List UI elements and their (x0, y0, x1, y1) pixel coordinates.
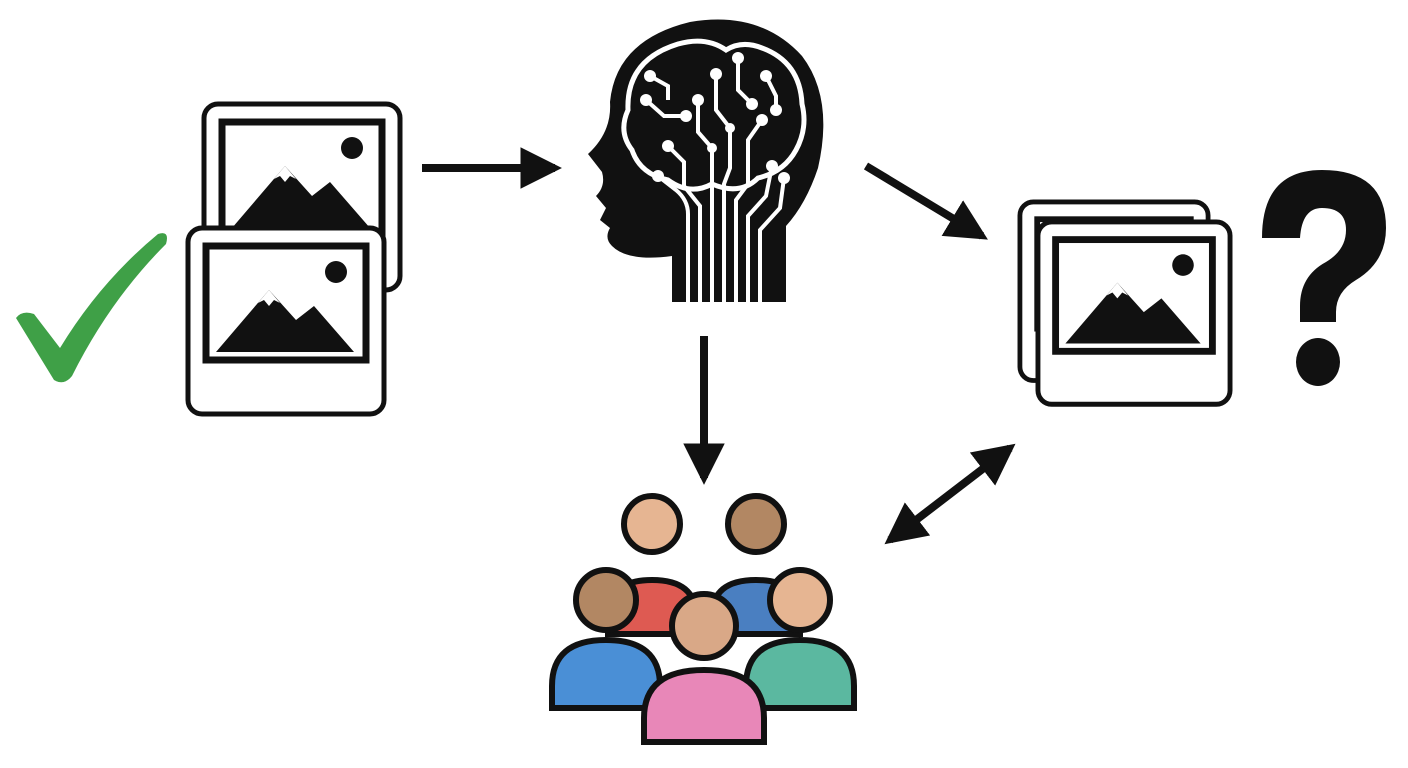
labeled-image-stack (188, 104, 400, 414)
arrow-people-unlabeled-bidirectional (884, 443, 1016, 545)
image-card-front (188, 228, 384, 414)
person-front-left (549, 567, 663, 711)
ai-brain-head-icon (588, 19, 824, 302)
person-front-center (641, 591, 767, 745)
person-front-right (743, 567, 857, 711)
arrow-model-to-unlabeled (863, 162, 988, 240)
people-group-icon (549, 493, 857, 745)
image-card-front (1038, 222, 1230, 404)
question-mark-icon (1262, 170, 1386, 386)
checkmark-icon (16, 233, 167, 383)
unlabeled-image-stack (1017, 199, 1230, 404)
